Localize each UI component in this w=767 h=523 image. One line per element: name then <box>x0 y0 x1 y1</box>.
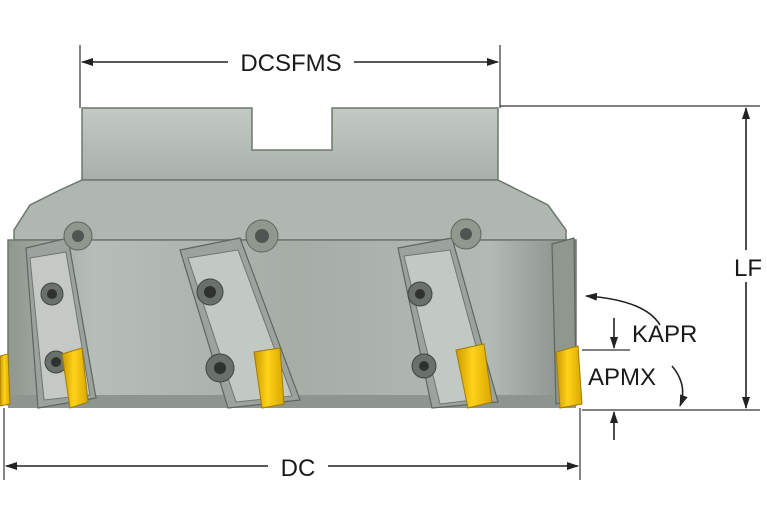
dimension-apmx: APMX <box>582 318 688 440</box>
hub-shoulder <box>13 179 567 241</box>
insert-4 <box>555 345 583 409</box>
dimension-kapr: KAPR <box>585 292 697 348</box>
dimension-dc: DC <box>3 408 581 482</box>
insert-edge-left <box>0 353 11 407</box>
insert-2 <box>253 347 285 409</box>
insert-1 <box>61 347 89 409</box>
screw-pocket-2a <box>196 278 224 306</box>
label-dcsfms: DCSFMS <box>240 50 341 77</box>
screw-pocket-3b <box>411 353 437 379</box>
dimension-lf: LF <box>500 105 762 411</box>
screw-pocket-3a <box>407 281 433 307</box>
dimension-dcsfms: DCSFMS <box>79 45 501 108</box>
label-kapr: KAPR <box>632 321 697 348</box>
screw-pocket-2b <box>205 353 235 383</box>
label-dc: DC <box>281 455 316 482</box>
insert-3 <box>455 343 493 409</box>
cutter-body <box>7 107 577 408</box>
label-apmx: APMX <box>588 364 656 391</box>
screw-pocket-1a <box>40 282 64 306</box>
label-lf: LF <box>734 255 762 282</box>
hub-top <box>81 107 499 181</box>
